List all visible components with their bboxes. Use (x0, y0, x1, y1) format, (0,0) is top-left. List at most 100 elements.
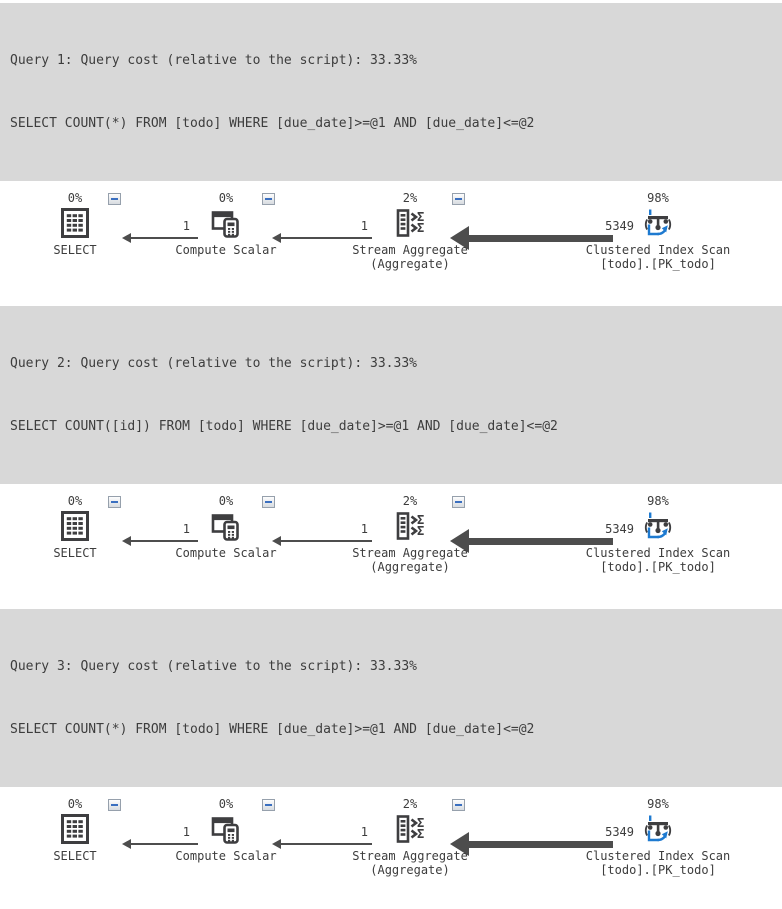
compute-scalar-icon (210, 510, 242, 542)
row-count: 1 (182, 825, 190, 839)
node-cost-percent: 0% (67, 494, 83, 508)
node-cost-percent: 0% (218, 797, 234, 811)
result-grid-icon (59, 510, 91, 542)
query-cost-line: Query 1: Query cost (relative to the scr… (10, 53, 417, 68)
minus-icon (111, 198, 118, 200)
node-label: Compute Scalar (175, 243, 277, 257)
collapse-toggle[interactable] (262, 496, 275, 508)
execution-plan-canvas: 0% 0% 2% 98% 1 1 5349 SELECT Compute Sca… (0, 484, 782, 606)
query-plan-section-2: Query 2: Query cost (relative to the scr… (0, 306, 782, 606)
arrowhead-icon (272, 233, 281, 243)
minus-icon (455, 198, 462, 200)
plan-node-compute-scalar[interactable] (210, 207, 242, 239)
clustered-index-scan-icon (642, 207, 674, 239)
node-cost-percent: 0% (218, 494, 234, 508)
node-cost-percent: 2% (402, 494, 418, 508)
row-flow-arrow-thick[interactable] (450, 226, 613, 250)
row-count: 5349 (605, 825, 634, 839)
query-sql-line: SELECT COUNT(*) FROM [todo] WHERE [due_d… (10, 722, 535, 737)
minus-icon (455, 501, 462, 503)
row-count: 1 (360, 219, 368, 233)
plan-node-clustered-index-scan[interactable] (642, 813, 674, 845)
query-1-header: Query 1: Query cost (relative to the scr… (0, 3, 782, 181)
plan-node-clustered-index-scan[interactable] (642, 207, 674, 239)
compute-scalar-icon (210, 813, 242, 845)
minus-icon (265, 804, 272, 806)
plan-node-stream-aggregate[interactable] (394, 510, 426, 542)
node-cost-percent: 2% (402, 191, 418, 205)
minus-icon (111, 501, 118, 503)
minus-icon (265, 198, 272, 200)
plan-node-stream-aggregate[interactable] (394, 813, 426, 845)
stream-aggregate-icon (394, 207, 426, 239)
collapse-toggle[interactable] (452, 193, 465, 205)
plan-node-stream-aggregate[interactable] (394, 207, 426, 239)
arrowhead-icon (122, 233, 131, 243)
plan-node-select[interactable] (59, 510, 91, 542)
query-sql-line: SELECT COUNT([id]) FROM [todo] WHERE [du… (10, 419, 558, 434)
collapse-toggle[interactable] (452, 799, 465, 811)
arrowhead-icon (272, 839, 281, 849)
clustered-index-scan-icon (642, 813, 674, 845)
node-cost-percent: 2% (402, 797, 418, 811)
collapse-toggle[interactable] (108, 193, 121, 205)
arrowhead-icon (272, 536, 281, 546)
node-sublabel: (Aggregate) (370, 863, 450, 877)
query-3-header: Query 3: Query cost (relative to the scr… (0, 609, 782, 787)
row-flow-arrow[interactable] (272, 839, 372, 849)
node-sublabel: [todo].[PK_todo] (600, 257, 716, 271)
collapse-toggle[interactable] (108, 799, 121, 811)
row-count: 5349 (605, 219, 634, 233)
node-label: Clustered Index Scan (585, 243, 731, 257)
row-count: 5349 (605, 522, 634, 536)
row-flow-arrow[interactable] (122, 536, 198, 546)
node-label: SELECT (53, 243, 97, 257)
query-plan-section-3: Query 3: Query cost (relative to the scr… (0, 609, 782, 909)
collapse-toggle[interactable] (262, 799, 275, 811)
row-flow-arrow[interactable] (122, 233, 198, 243)
query-sql-line: SELECT COUNT(*) FROM [todo] WHERE [due_d… (10, 116, 535, 131)
clustered-index-scan-icon (642, 510, 674, 542)
node-label: Stream Aggregate (352, 546, 468, 560)
collapse-toggle[interactable] (452, 496, 465, 508)
row-count: 1 (182, 522, 190, 536)
node-cost-percent: 0% (67, 191, 83, 205)
arrowhead-icon (122, 839, 131, 849)
minus-icon (455, 804, 462, 806)
execution-plan-canvas: 0% 0% 2% 98% 1 1 5349 SELECT Compute Sca… (0, 787, 782, 909)
plan-node-clustered-index-scan[interactable] (642, 510, 674, 542)
row-flow-arrow[interactable] (272, 233, 372, 243)
stream-aggregate-icon (394, 510, 426, 542)
query-cost-line: Query 3: Query cost (relative to the scr… (10, 659, 417, 674)
node-label: Stream Aggregate (352, 243, 468, 257)
stream-aggregate-icon (394, 813, 426, 845)
plan-node-compute-scalar[interactable] (210, 813, 242, 845)
plan-node-compute-scalar[interactable] (210, 510, 242, 542)
node-label: Compute Scalar (175, 546, 277, 560)
compute-scalar-icon (210, 207, 242, 239)
arrowhead-icon (122, 536, 131, 546)
node-label: Clustered Index Scan (585, 546, 731, 560)
query-cost-line: Query 2: Query cost (relative to the scr… (10, 356, 417, 371)
node-sublabel: [todo].[PK_todo] (600, 560, 716, 574)
collapse-toggle[interactable] (108, 496, 121, 508)
row-flow-arrow[interactable] (122, 839, 198, 849)
row-count: 1 (360, 522, 368, 536)
plan-node-select[interactable] (59, 207, 91, 239)
node-label: Stream Aggregate (352, 849, 468, 863)
row-count: 1 (360, 825, 368, 839)
node-cost-percent: 98% (647, 494, 669, 508)
result-grid-icon (59, 813, 91, 845)
query-plan-section-1: Query 1: Query cost (relative to the scr… (0, 3, 782, 303)
node-sublabel: (Aggregate) (370, 257, 450, 271)
node-cost-percent: 98% (647, 797, 669, 811)
row-count: 1 (182, 219, 190, 233)
collapse-toggle[interactable] (262, 193, 275, 205)
row-flow-arrow[interactable] (272, 536, 372, 546)
minus-icon (265, 501, 272, 503)
arrowhead-icon (450, 226, 469, 250)
result-grid-icon (59, 207, 91, 239)
node-sublabel: (Aggregate) (370, 560, 450, 574)
node-cost-percent: 0% (67, 797, 83, 811)
plan-node-select[interactable] (59, 813, 91, 845)
